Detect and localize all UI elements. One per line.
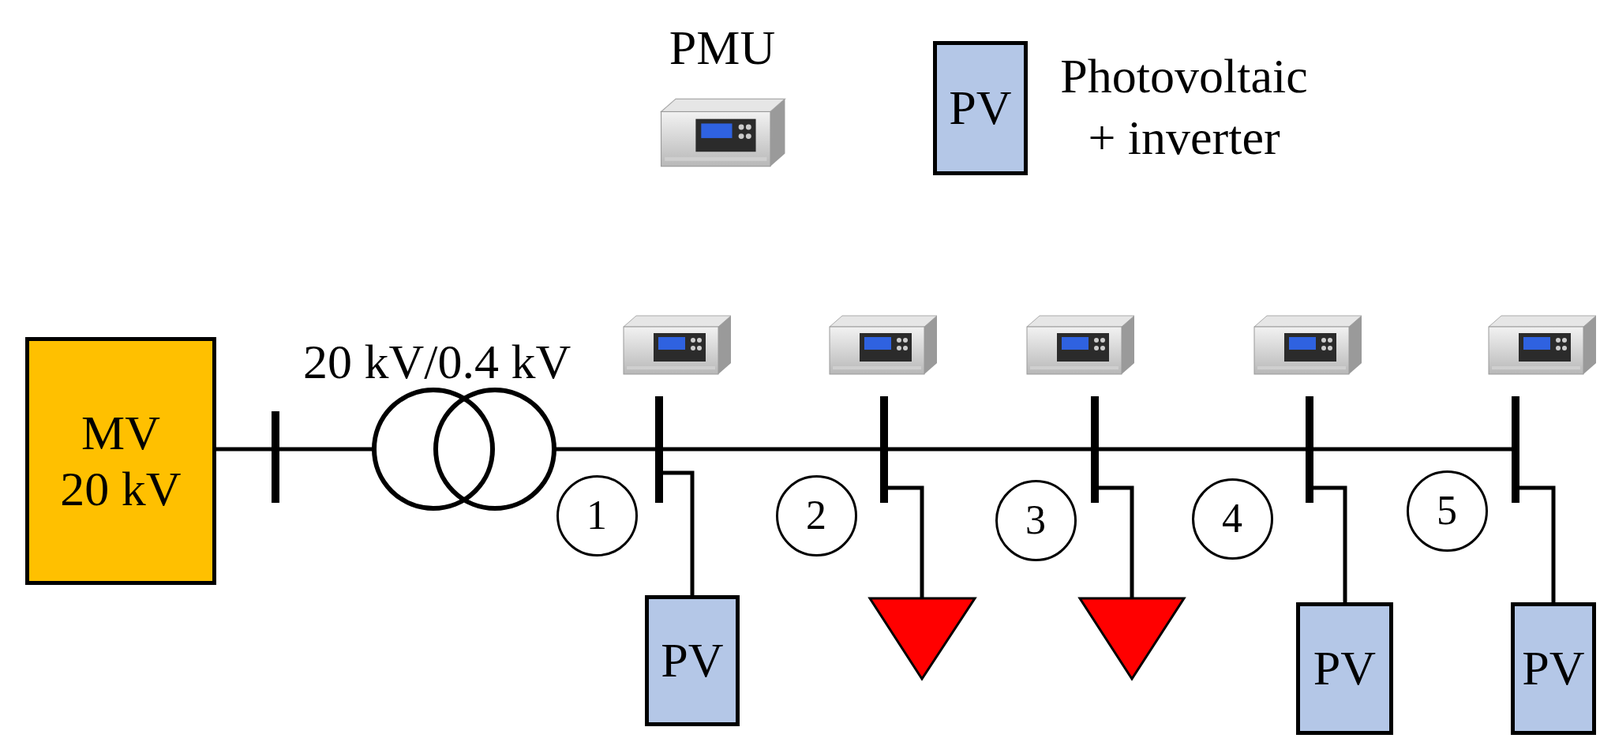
line-number: 4 xyxy=(1191,478,1274,560)
node-text: 1 xyxy=(586,491,608,540)
busbar xyxy=(655,396,664,503)
pv-box: PV xyxy=(1510,602,1597,735)
wire xyxy=(275,447,375,452)
grid-box: MV 20 kV xyxy=(25,337,217,585)
pmu-icon xyxy=(623,315,731,375)
node-text: 5 xyxy=(1436,487,1458,535)
node-text: PV xyxy=(660,632,724,689)
pv-box: PV xyxy=(1296,602,1394,735)
node-text: 4 xyxy=(1221,494,1243,543)
pmu-icon xyxy=(661,98,786,166)
wire xyxy=(216,447,276,452)
feeder-line xyxy=(554,447,1516,452)
load-symbol xyxy=(869,598,975,679)
line-number: 1 xyxy=(556,475,638,557)
line-number: 3 xyxy=(995,479,1077,562)
transformer-symbol xyxy=(435,389,555,509)
pmu-icon xyxy=(829,315,937,375)
branch-wire xyxy=(1309,487,1346,604)
legend-text: PMU xyxy=(643,17,802,79)
load-symbol xyxy=(1079,598,1185,679)
branch-wire xyxy=(884,487,922,599)
line-number: 2 xyxy=(775,475,858,557)
pv-box: PV xyxy=(644,595,740,727)
node-text: PV xyxy=(948,79,1012,136)
line-number: 5 xyxy=(1406,470,1488,552)
branch-wire xyxy=(1094,487,1132,599)
busbar xyxy=(271,411,280,503)
branch-wire xyxy=(1515,487,1554,604)
pmu-icon xyxy=(1254,315,1362,375)
node-text: PV xyxy=(1521,640,1585,697)
transformer-label: 20 kV/0.4 kV xyxy=(303,331,571,394)
legend-text: Photovoltaic + inverter xyxy=(1049,45,1319,169)
node-text: MV 20 kV xyxy=(56,404,187,518)
pmu-icon xyxy=(1026,315,1135,375)
node-text: 2 xyxy=(805,491,827,540)
branch-wire xyxy=(659,472,693,597)
node-text: 3 xyxy=(1025,496,1046,544)
pmu-icon xyxy=(1488,315,1597,375)
node-text: PV xyxy=(1313,640,1376,697)
pv-legend-box: PV xyxy=(933,41,1028,176)
